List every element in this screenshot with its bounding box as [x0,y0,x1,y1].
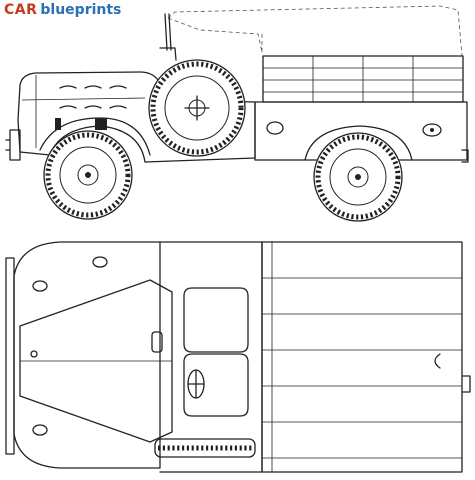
canvas-top-outline [167,5,463,57]
spare-tire [148,59,246,157]
hood-body-outline [17,71,256,163]
side-view-drawing [5,5,469,222]
hood-top [13,241,161,469]
front-bumper-top [5,257,15,455]
seat-back [183,287,249,353]
logo-car-text: CAR [4,2,38,18]
front-bumper [5,129,21,161]
windshield-frame [159,13,177,61]
seat-front [183,353,249,417]
rear-wheel [313,132,403,222]
front-wheel [43,130,133,220]
tail-light [422,123,442,137]
cargo-bed-top [261,241,463,473]
steering-wheel [187,369,205,399]
car-blueprints-logo: CAR blueprints [4,2,121,20]
top-view-drawing [5,241,471,473]
hood-louvers [59,85,127,109]
logo-blueprints-text: blueprints [40,2,122,18]
